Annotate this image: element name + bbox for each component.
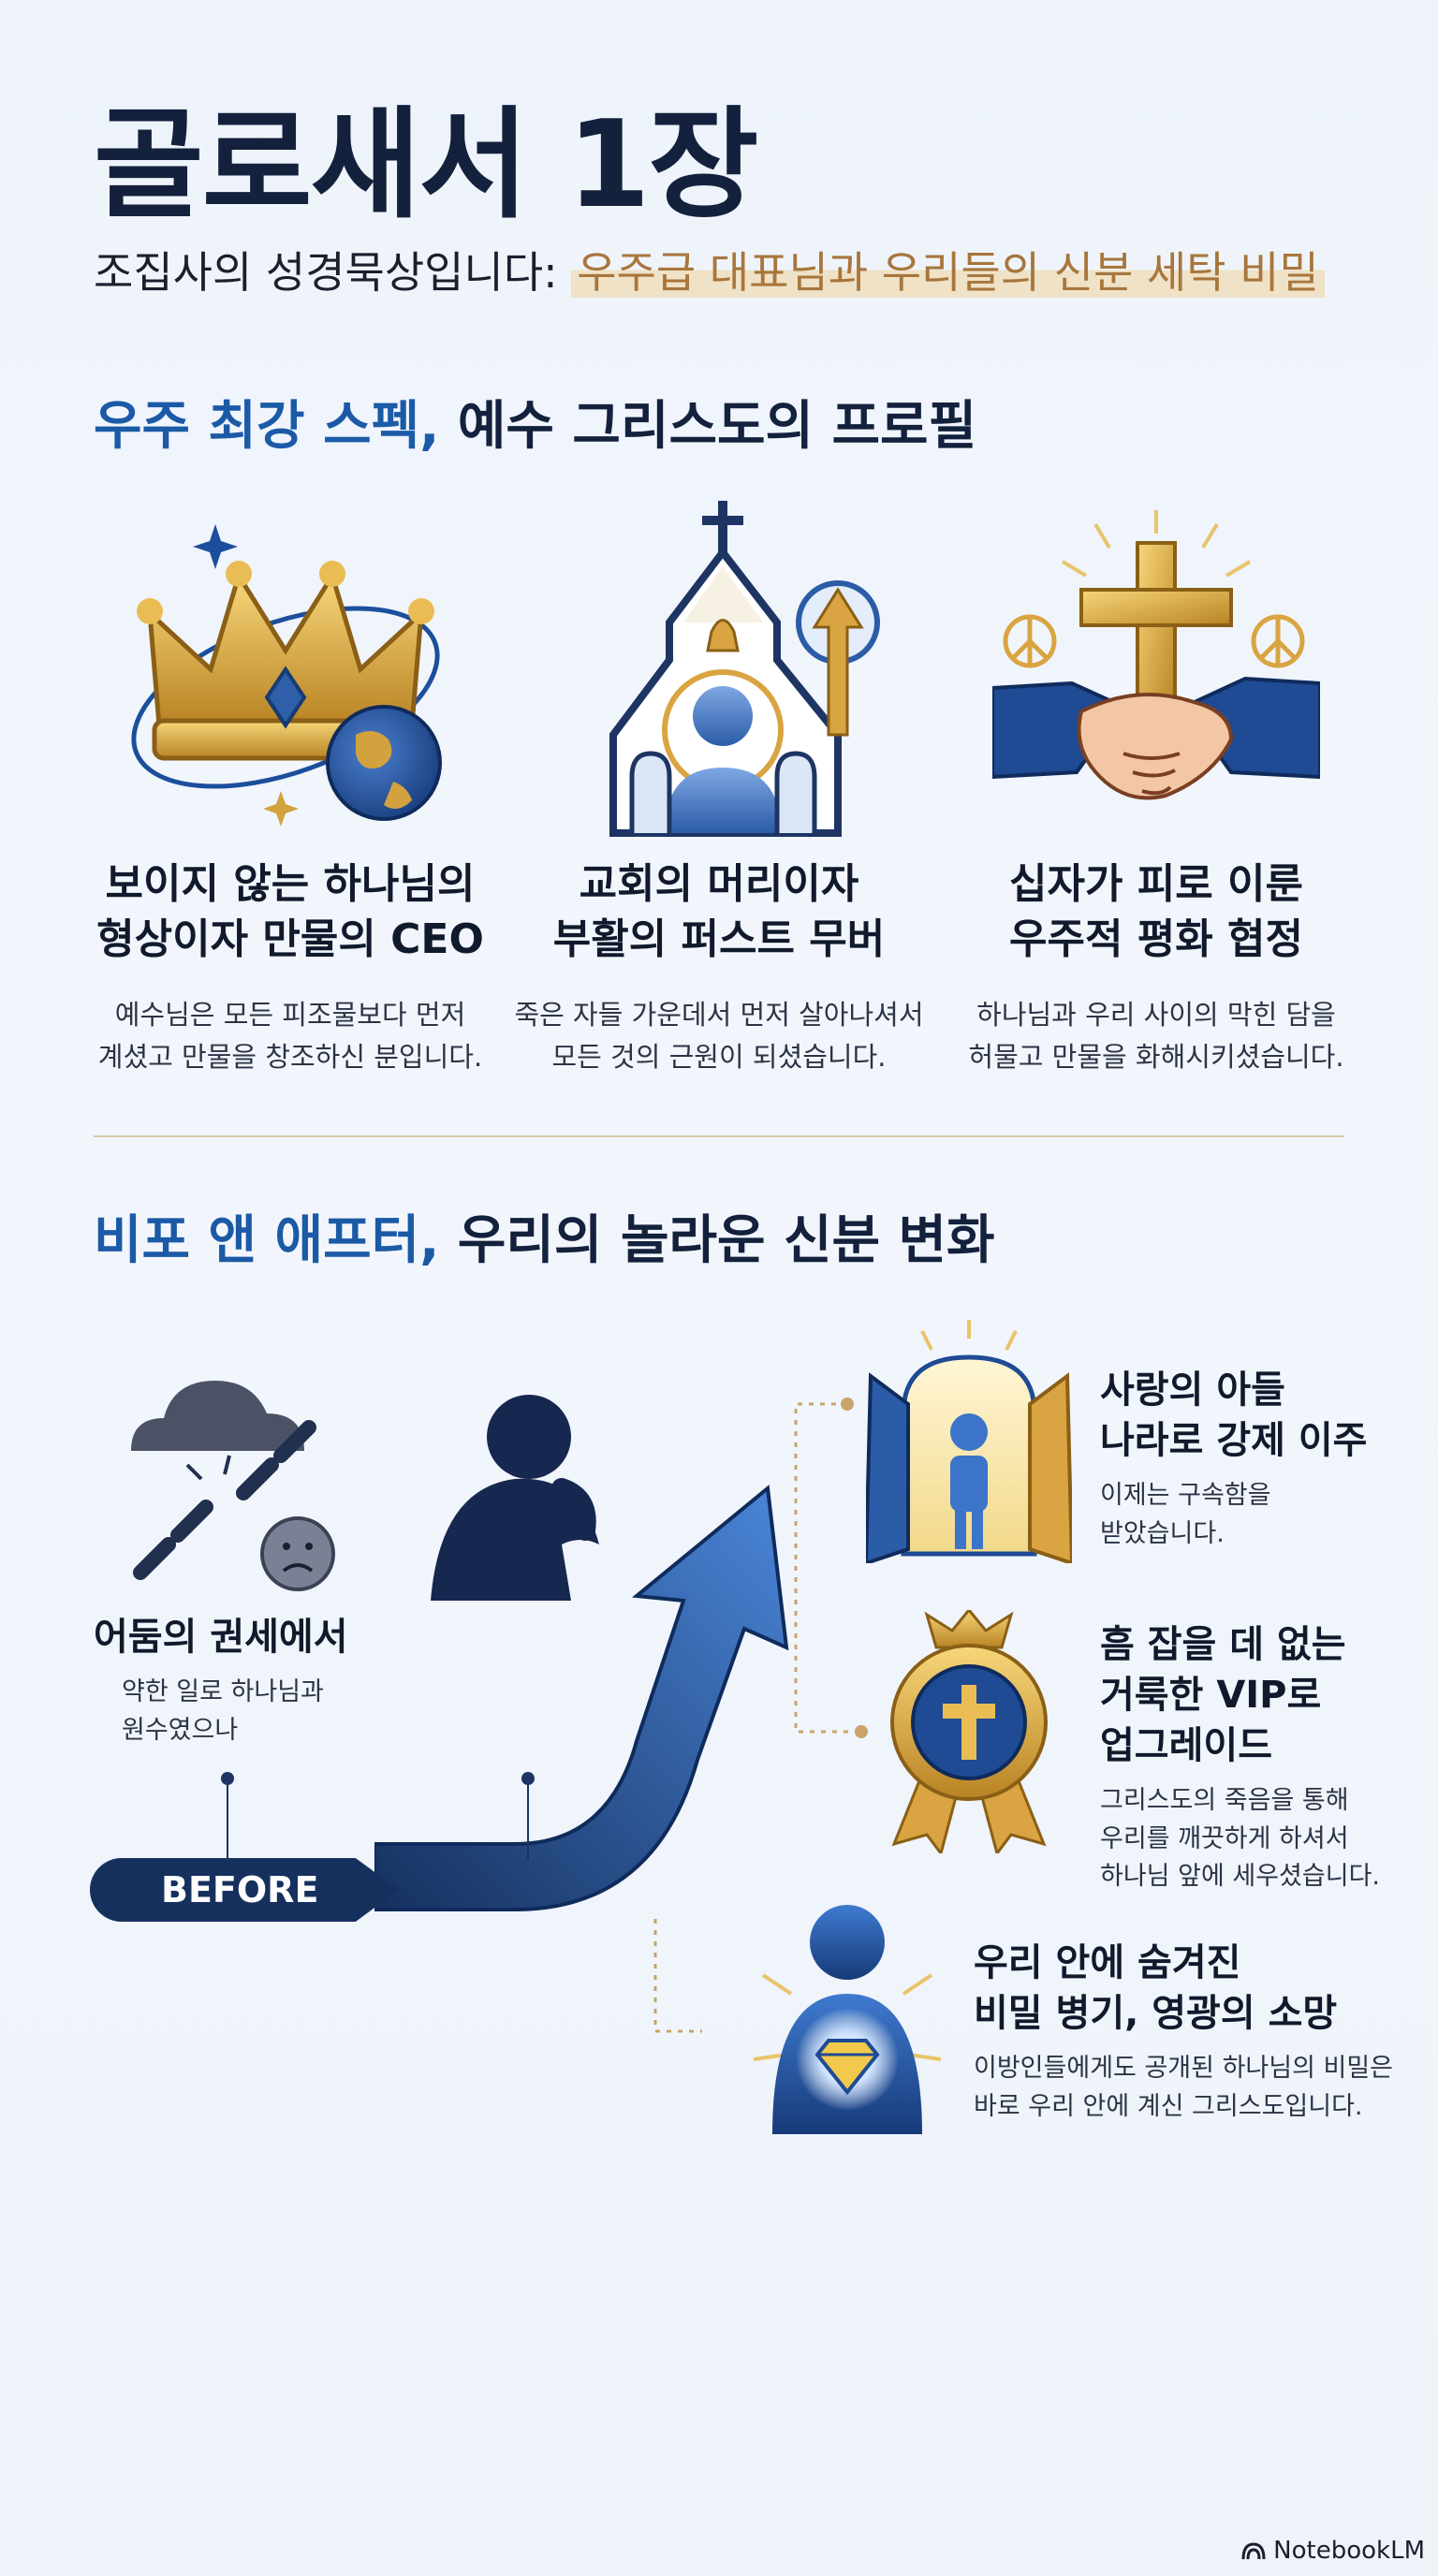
brand-watermark: NotebookLM [1241, 2537, 1425, 2565]
card-description: 하나님과 우리 사이의 막힌 담을 허물고 만물을 화해시키셨습니다. [968, 998, 1344, 1073]
section2-title-blue: 비포 앤 애프터, [94, 1210, 440, 1271]
profile-card-3: 십자가 피로 이룬 우주적 평화 협정 하나님과 우리 사이의 막힌 담을 허물… [932, 856, 1381, 1078]
after-item-3: 우리 안에 숨겨진 비밀 병기, 영광의 소망 이방인들에게도 공개된 하나님의… [974, 1938, 1414, 2126]
section-divider [94, 1135, 1344, 1137]
after-item-1: 사랑의 아들 나라로 강제 이주 이제는 구속함을 받았습니다. [1100, 1365, 1418, 1553]
glowing-heart-person-icon [753, 1905, 942, 2134]
subtitle-highlight: 우주급 대표님과 우리들의 신분 세탁 비밀 [571, 247, 1325, 298]
after-title: 흠 잡을 데 없는 거룩한 VIP로 업그레이드 [1100, 1623, 1346, 1767]
page-subtitle: 조집사의 성경묵상입니다: 우주급 대표님과 우리들의 신분 세탁 비밀 [94, 245, 1325, 301]
cross-handshake-icon [992, 510, 1320, 800]
section1-title-blue: 우주 최강 스펙, [94, 396, 440, 457]
card-description: 죽은 자들 가운데서 먼저 살아나셔서 모든 것의 근원이 되셨습니다. [514, 998, 924, 1073]
notebooklm-logo-icon [1241, 2542, 1266, 2560]
connector-line [227, 1778, 228, 1861]
after-description: 이방인들에게도 공개된 하나님의 비밀은 바로 우리 안에 계신 그리스도입니다… [974, 2054, 1394, 2121]
after-item-2: 흠 잡을 데 없는 거룩한 VIP로 업그레이드 그리스도의 죽음을 통해 우리… [1100, 1619, 1437, 1896]
card-title: 십자가 피로 이룬 우주적 평화 협정 [1009, 860, 1303, 964]
profile-card-1: 보이지 않는 하나님의 형상이자 만물의 CEO 예수님은 모든 피조물보다 먼… [66, 856, 515, 1078]
before-label: BEFORE [90, 1858, 399, 1922]
vip-badge-icon [890, 1610, 1048, 1853]
sad-person-silhouette-icon [431, 1395, 599, 1601]
after-description: 그리스도의 죽음을 통해 우리를 깨끗하게 하셔서 하나님 앞에 세우셨습니다. [1100, 1786, 1380, 1891]
card-title: 보이지 않는 하나님의 형상이자 만물의 CEO [96, 860, 484, 964]
brand-name: NotebookLM [1273, 2537, 1425, 2565]
before-title: 어둠의 권세에서 [94, 1616, 348, 1659]
connector-dot [221, 1772, 234, 1785]
page-title: 골로새서 1장 [94, 95, 758, 235]
cloud-chain-icon [131, 1381, 335, 1591]
connector-dot [521, 1772, 535, 1785]
card-title: 교회의 머리이자 부활의 퍼스트 무버 [552, 860, 886, 964]
upward-arrow-icon [374, 1485, 789, 1911]
connector-line [527, 1778, 529, 1861]
open-door-icon [866, 1320, 1072, 1563]
after-title: 우리 안에 숨겨진 비밀 병기, 영광의 소망 [974, 1941, 1338, 2035]
section1-title-rest: 예수 그리스도의 프로필 [457, 396, 977, 457]
before-item: 어둠의 권세에서 약한 일로 하나님과 원수였으나 [94, 1612, 412, 1749]
section2-title: 비포 앤 애프터, 우리의 놀라운 신분 변화 [94, 1208, 995, 1276]
after-title: 사랑의 아들 나라로 강제 이주 [1100, 1368, 1368, 1462]
profile-card-2: 교회의 머리이자 부활의 퍼스트 무버 죽은 자들 가운데서 먼저 살아나셔서 … [494, 856, 944, 1078]
dotted-connectors [653, 1398, 868, 2033]
section1-title: 우주 최강 스펙, 예수 그리스도의 프로필 [94, 393, 976, 461]
section2-title-rest: 우리의 놀라운 신분 변화 [457, 1210, 995, 1271]
before-description: 약한 일로 하나님과 원수였으나 [122, 1677, 324, 1745]
church-person-icon [609, 501, 880, 837]
subtitle-prefix: 조집사의 성경묵상입니다: [94, 247, 558, 298]
crown-globe-icon [131, 524, 442, 827]
after-description: 이제는 구속함을 받았습니다. [1100, 1481, 1271, 1548]
card-description: 예수님은 모든 피조물보다 먼저 계셨고 만물을 창조하신 분입니다. [97, 998, 483, 1073]
